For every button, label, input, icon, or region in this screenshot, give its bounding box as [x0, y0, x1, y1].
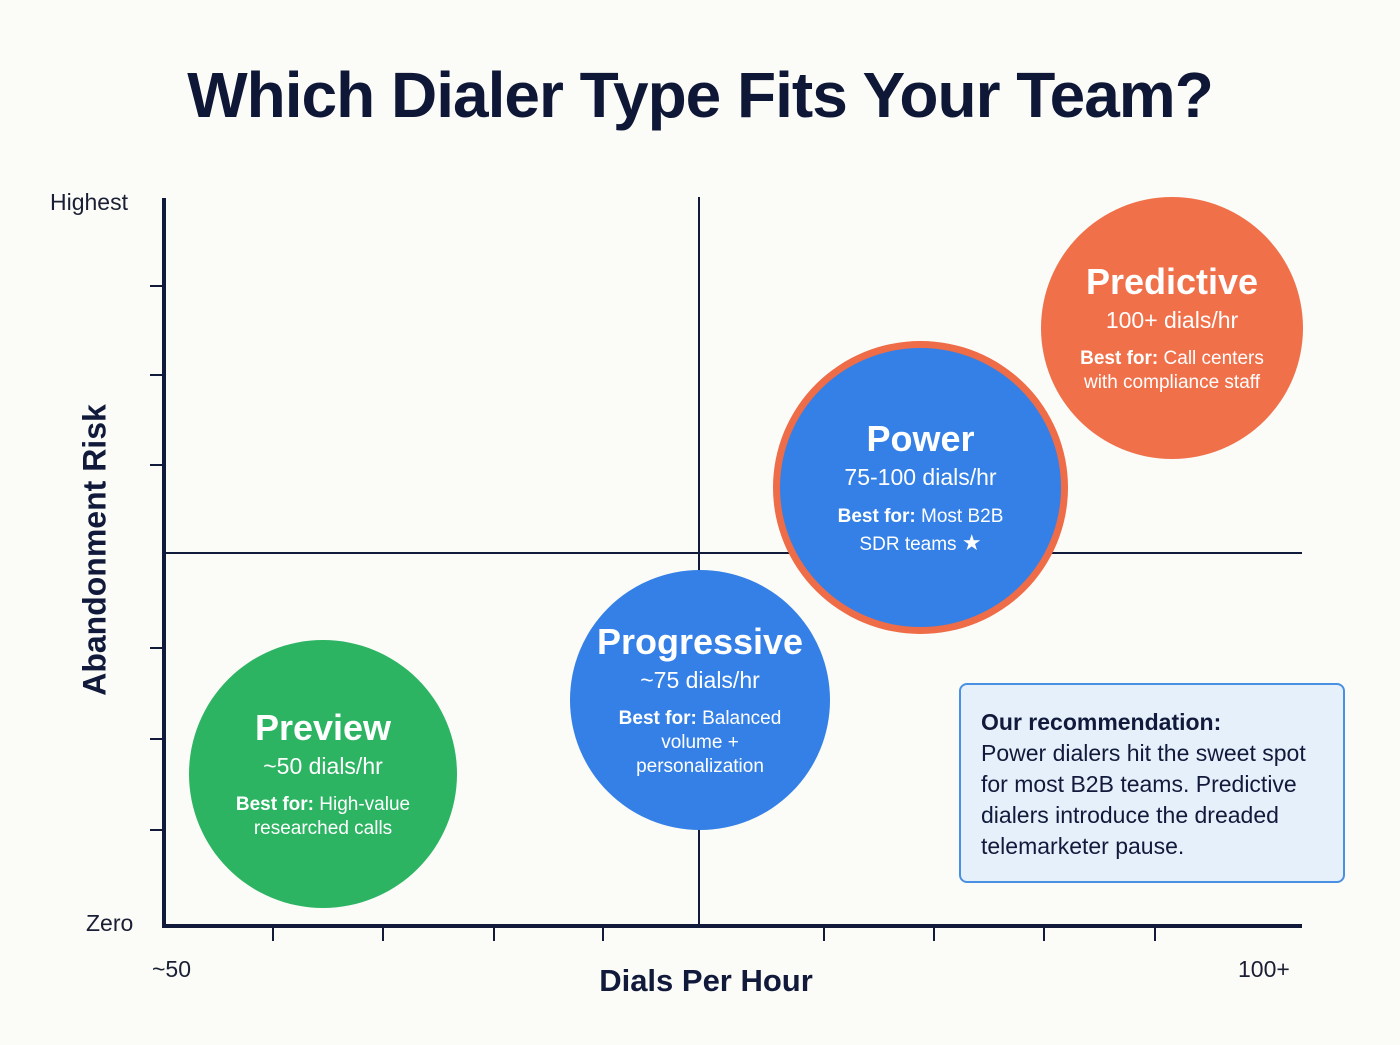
bubble-best-for: Best for: Call centers with compliance s… — [1062, 347, 1282, 395]
best-for-text: High-value researched calls — [253, 794, 411, 839]
x-axis-line — [162, 924, 1302, 928]
bubble-rate: 75-100 dials/hr — [844, 463, 997, 490]
bubble-best-for: Best for: Balanced volume + personalizat… — [610, 707, 790, 779]
x-tick-label-left: ~50 — [152, 956, 192, 982]
bubble-name: Power — [866, 417, 975, 459]
bubble-name: Preview — [254, 707, 392, 748]
y-tick — [150, 285, 163, 287]
bubble-power: Power 75-100 dials/hr Best for: Most B2B… — [773, 341, 1068, 634]
best-for-label: Best for: — [618, 708, 697, 729]
x-tick-label-right: 100+ — [1238, 956, 1290, 982]
bubble-best-for: Best for: High-value researched calls — [218, 793, 428, 841]
x-tick — [1154, 928, 1156, 941]
bubble-rate: 100+ dials/hr — [1105, 307, 1239, 333]
x-tick — [933, 928, 935, 941]
x-tick — [602, 928, 604, 941]
recommendation-text: Power dialers hit the sweet spot for mos… — [981, 740, 1306, 859]
quadrant-vertical-line — [698, 197, 700, 925]
best-for-text: Call centers with compliance staff — [1083, 348, 1264, 393]
bubble-rate: ~75 dials/hr — [640, 667, 760, 693]
best-for-label: Best for: — [235, 794, 314, 815]
recommendation-box: Our recommendation: Power dialers hit th… — [959, 683, 1345, 883]
chart-title: Which Dialer Type Fits Your Team? — [187, 59, 1214, 131]
y-tick — [150, 464, 163, 466]
best-for-text: Balanced volume + personalization — [636, 708, 782, 777]
x-tick — [272, 928, 274, 941]
best-for-label: Best for: — [1080, 348, 1159, 369]
bubble-progressive: Progressive ~75 dials/hr Best for: Balan… — [570, 570, 830, 830]
x-axis-title: Dials Per Hour — [599, 963, 813, 998]
star-icon: ★ — [961, 529, 982, 555]
bubble-predictive: Predictive 100+ dials/hr Best for: Call … — [1041, 197, 1303, 459]
bubble-best-for: Best for: Most B2B SDR teams ★ — [821, 504, 1021, 558]
y-tick — [150, 738, 163, 740]
y-tick-label-bottom: Zero — [86, 910, 134, 936]
y-tick — [150, 829, 163, 831]
best-for-text: Most B2B SDR teams — [859, 505, 1004, 555]
y-axis-line — [162, 198, 166, 928]
bubble-rate: ~50 dials/hr — [263, 753, 383, 779]
x-tick — [1043, 928, 1045, 941]
y-tick — [150, 374, 163, 376]
quadrant-horizontal-line — [164, 552, 1302, 554]
y-tick-label-top: Highest — [50, 189, 128, 215]
y-axis-title: Abandonment Risk — [76, 404, 113, 696]
bubble-name: Progressive — [596, 621, 804, 662]
x-tick — [382, 928, 384, 941]
bubble-preview: Preview ~50 dials/hr Best for: High-valu… — [189, 640, 457, 908]
y-tick — [150, 647, 163, 649]
x-tick — [823, 928, 825, 941]
best-for-label: Best for: — [837, 505, 916, 527]
x-tick — [493, 928, 495, 941]
recommendation-title: Our recommendation: — [981, 709, 1222, 735]
bubble-name: Predictive — [1085, 261, 1259, 302]
